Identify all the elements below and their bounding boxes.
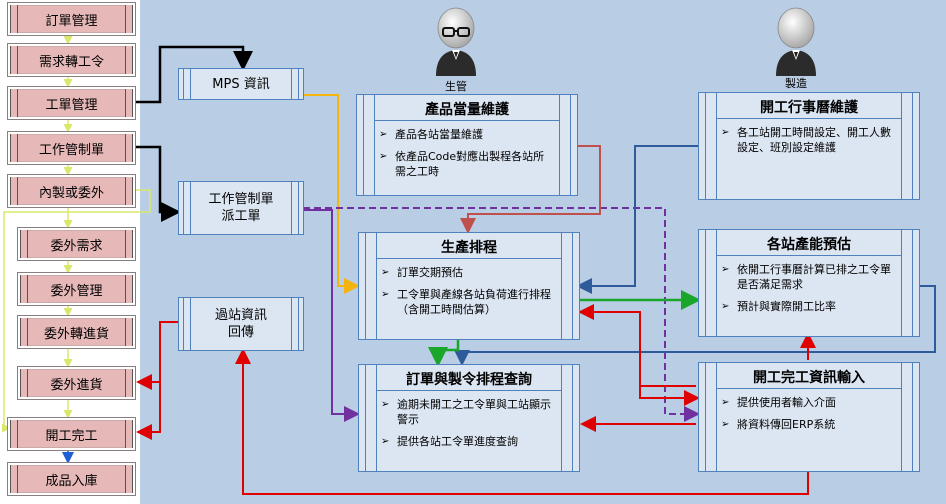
- bullet-icon: ➢: [721, 264, 730, 275]
- module-item: ➢依產品Code對應出製程各站所需之工時: [379, 150, 545, 178]
- flow-chain-arrows: [2, 33, 151, 433]
- bullet-icon: ➢: [379, 129, 388, 140]
- flow-inhouse-or-outsource: 內製或委外: [7, 174, 136, 208]
- module-item: ➢產品各站當量維護: [379, 128, 483, 141]
- flow-outsource-management: 委外管理: [17, 272, 136, 306]
- dispatch-label-1: 工作管制單: [208, 192, 274, 207]
- flow-outsource-to-receipt: 委外轉進貨: [17, 315, 136, 349]
- flow-demand-to-work-order: 需求轉工令: [7, 43, 136, 77]
- bullet-icon: ➢: [721, 397, 730, 408]
- feedback-label-2: 回傳: [227, 325, 254, 340]
- flow-label: 委外管理: [50, 283, 103, 299]
- module-scheduling: 生產排程 ➢訂單交期預估 ➢工令單與產線各站負荷進行排程（含開工時間估算）: [358, 232, 580, 340]
- module-item: ➢各工站開工時間設定、開工人數設定、班別設定維護: [721, 126, 891, 154]
- flow-label: 委外需求: [50, 238, 103, 254]
- feedback-label-1: 過站資訊: [214, 308, 267, 323]
- flow-label: 開工完工: [45, 428, 98, 444]
- bullet-icon: ➢: [721, 301, 730, 312]
- flow-order-management: 訂單管理: [7, 2, 136, 36]
- dispatch-label-2: 派工單: [221, 209, 261, 224]
- module-item: ➢訂單交期預估: [381, 266, 463, 279]
- role-production-mgmt: 生管: [445, 80, 467, 93]
- flow-outsource-receipt: 委外進貨: [17, 366, 136, 400]
- module-title: 各站產能預估: [767, 237, 851, 253]
- module-item: ➢提供使用者輸入介面: [721, 396, 836, 409]
- mps-info-label: MPS 資訊: [212, 76, 270, 92]
- module-item: ➢逾期未開工之工令單與工站顯示警示: [381, 398, 551, 426]
- flow-label: 委外進貨: [50, 377, 103, 393]
- mps-info-box: MPS 資訊: [178, 68, 304, 100]
- flow-finished-goods: 成品入庫: [7, 462, 136, 496]
- flow-label: 成品入庫: [45, 473, 98, 489]
- flow-work-order-management: 工單管理: [7, 86, 136, 120]
- module-query: 訂單與製令排程查詢 ➢逾期未開工之工令單與工站顯示警示 ➢提供各站工令單進度查詢: [358, 364, 580, 472]
- module-reporting: 開工完工資訊輸入 ➢提供使用者輸入介面 ➢將資料傳回ERP系統: [698, 362, 920, 472]
- module-item: ➢預計與實際開工比率: [721, 300, 836, 313]
- bullet-icon: ➢: [381, 267, 390, 278]
- feedback-box: 過站資訊 回傳: [178, 297, 304, 351]
- bullet-icon: ➢: [381, 436, 390, 447]
- flow-label: 需求轉工令: [38, 54, 104, 70]
- role-manufacturing: 製造: [785, 77, 807, 90]
- bullet-icon: ➢: [721, 127, 730, 138]
- flow-work-control-sheet: 工作管制單: [7, 131, 136, 165]
- production-manager-avatar-icon: [436, 7, 476, 76]
- module-title: 產品當量維護: [425, 102, 509, 118]
- module-item: ➢依開工行事曆計算已排之工令單是否滿足需求: [721, 263, 891, 291]
- flow-label: 訂單管理: [45, 13, 98, 29]
- flow-outsource-demand: 委外需求: [17, 227, 136, 261]
- module-item: ➢工令單與產線各站負荷進行排程（含開工時間估算）: [381, 288, 551, 316]
- module-title: 開工行事曆維護: [760, 100, 858, 116]
- module-title: 生產排程: [441, 240, 497, 256]
- module-forecast: 各站產能預估 ➢依開工行事曆計算已排之工令單是否滿足需求 ➢預計與實際開工比率: [698, 229, 920, 337]
- bullet-icon: ➢: [721, 419, 730, 430]
- manufacturing-avatar-icon: [776, 7, 816, 76]
- flow-label: 工單管理: [45, 97, 98, 113]
- bullet-icon: ➢: [381, 399, 390, 410]
- flow-label: 委外轉進貨: [43, 326, 109, 342]
- module-capacity: 產品當量維護 ➢產品各站當量維護 ➢依產品Code對應出製程各站所需之工時: [356, 94, 578, 196]
- module-title: 訂單與製令排程查詢: [406, 372, 532, 388]
- flow-label: 工作管制單: [38, 142, 104, 158]
- flow-label: 內製或委外: [38, 185, 104, 201]
- dispatch-box: 工作管制單 派工單: [178, 181, 304, 235]
- module-calendar: 開工行事曆維護 ➢各工站開工時間設定、開工人數設定、班別設定維護: [698, 92, 920, 200]
- module-item: ➢將資料傳回ERP系統: [721, 418, 836, 431]
- bullet-icon: ➢: [381, 289, 390, 300]
- module-item: ➢提供各站工令單進度查詢: [381, 435, 518, 448]
- flow-start-complete: 開工完工: [7, 417, 136, 451]
- bullet-icon: ➢: [379, 151, 388, 162]
- module-title: 開工完工資訊輸入: [753, 370, 865, 386]
